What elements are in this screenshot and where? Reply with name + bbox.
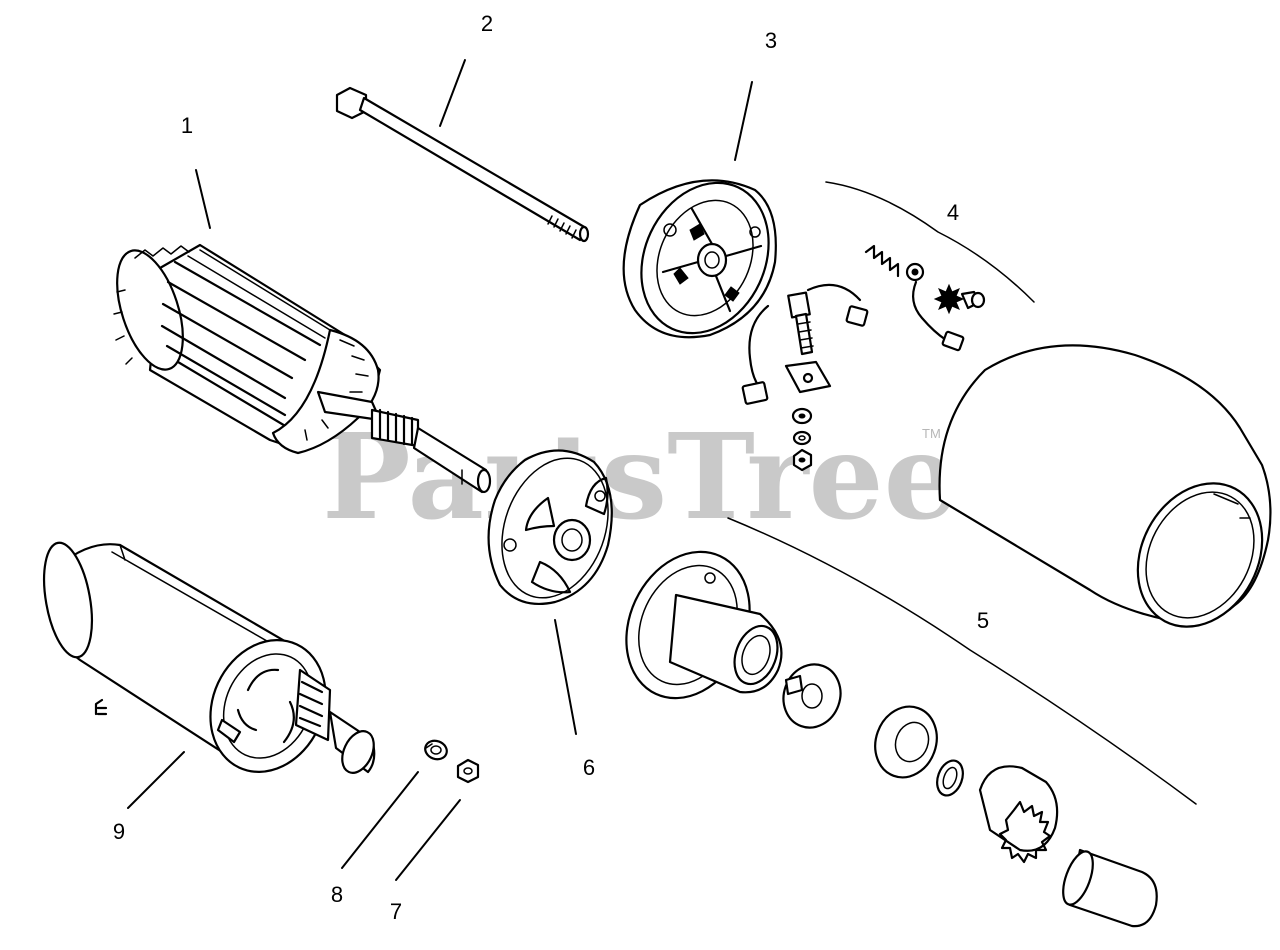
part-3-end-cap[interactable] [618,162,793,354]
part-4-brush-kit[interactable] [741,181,1035,472]
leader-7 [395,799,461,881]
watermark-trademark: TM [922,426,941,441]
callout-7: 7 [390,899,402,924]
leader-9 [127,751,185,809]
leader-1 [195,169,211,229]
callout-3: 3 [765,28,777,53]
callout-8: 8 [331,882,343,907]
part-1-armature[interactable] [104,242,492,494]
part-9-starter-assembly[interactable] [36,539,380,791]
leader-3 [734,81,753,161]
part-6-holder-plate[interactable] [483,443,626,613]
callout-2: 2 [481,11,493,36]
leader-6 [554,619,577,735]
callout-1: 1 [181,113,193,138]
leader-2 [439,59,466,127]
part-5-drive-end-kit[interactable] [603,517,1197,928]
callout-6: 6 [583,755,595,780]
motor-housing[interactable] [938,344,1280,648]
callout-5: 5 [977,608,989,633]
part-7-nut[interactable] [456,758,480,784]
watermark-logo: PartsTree [322,407,959,546]
callout-labels: 1 2 3 4 5 6 7 8 9 [113,11,989,924]
part-8-lock-washer[interactable] [423,738,450,762]
leader-8 [341,771,419,869]
callout-9: 9 [113,819,125,844]
callout-4: 4 [947,200,959,225]
watermark: PartsTree TM [322,407,959,546]
part-2-through-bolt[interactable] [335,86,590,243]
leader-lines [127,59,753,881]
